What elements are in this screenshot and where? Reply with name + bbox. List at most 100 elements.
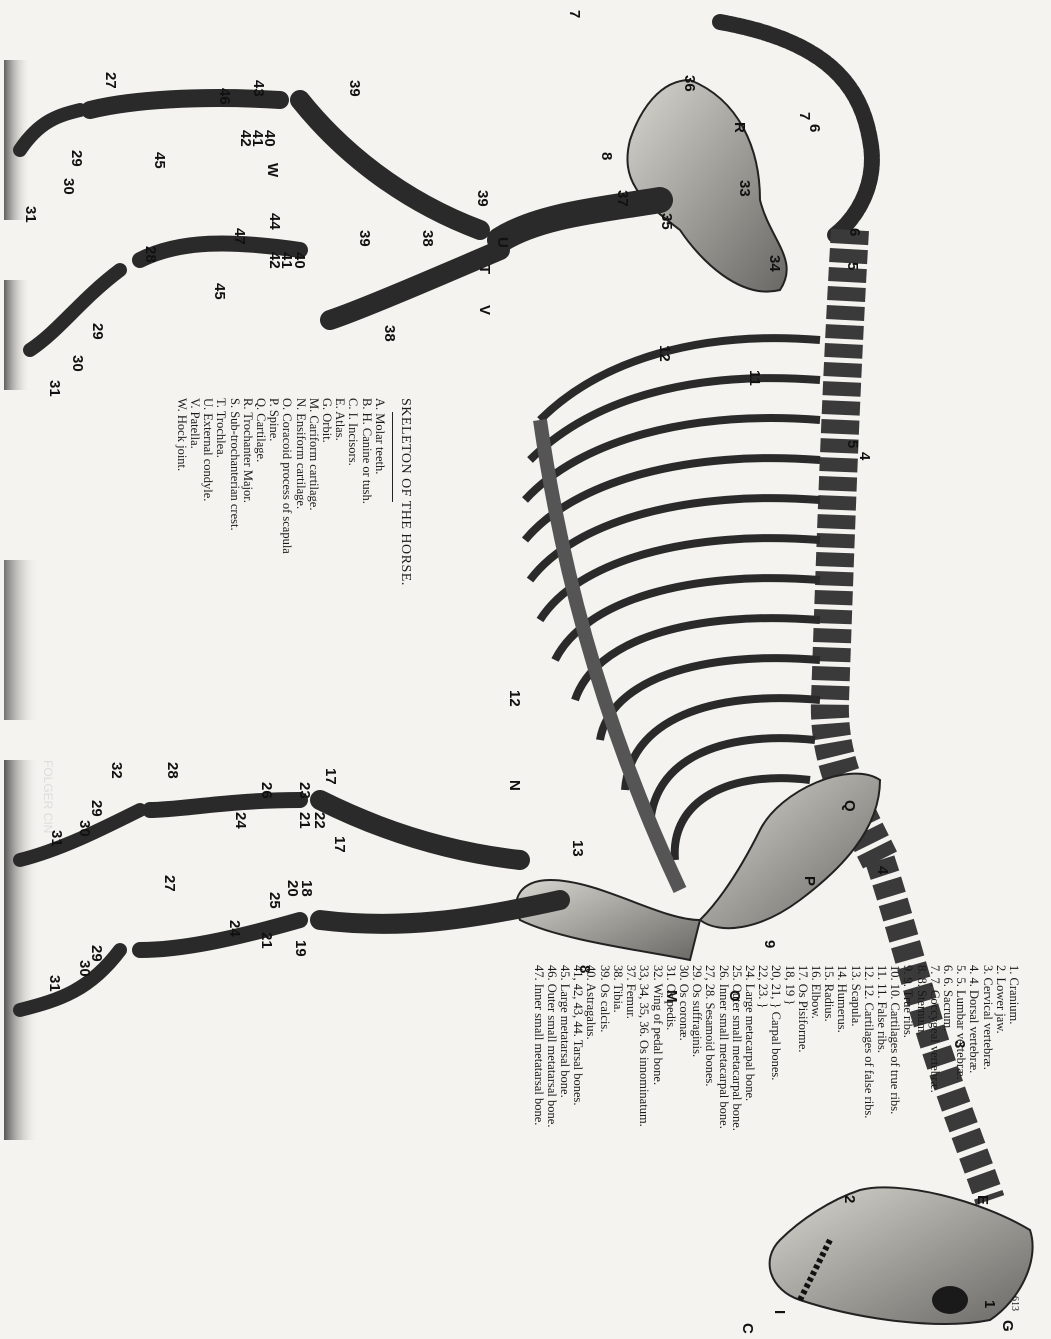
label-34: 34 [766, 255, 783, 272]
label-8: 8 [598, 152, 615, 160]
label-12: 12 [656, 345, 673, 362]
label-27: 27 [161, 875, 178, 892]
legend-letter-item: Q. Cartilage. [254, 398, 267, 698]
diagram-title: SKELETON OF THE HORSE. [399, 398, 412, 698]
hind-legs [20, 98, 660, 350]
label-7: 7 [796, 112, 813, 120]
label-4: 4 [874, 866, 891, 875]
label-7: 7 [566, 10, 583, 18]
legend-number-item: 4. 4. Dorsal vertebræ. [967, 965, 980, 1315]
label-29: 29 [88, 800, 105, 817]
label-47: 47 [231, 228, 248, 245]
label-42: 42 [237, 130, 254, 147]
label-6: 6 [846, 228, 863, 236]
legend-number-item: 3. Cervical vertebræ. [980, 965, 993, 1315]
scapula [700, 774, 880, 929]
label-27: 27 [102, 72, 119, 89]
label-42: 42 [266, 252, 283, 269]
legend-letter-item: P. Spine. [267, 398, 280, 698]
legend-number-item: 46. Outer small metatarsal bone. [545, 965, 558, 1315]
legend-letter-item: E. Atlas. [333, 398, 346, 698]
label-28: 28 [164, 762, 181, 779]
legend-number-item: 9. 9. True ribs. [901, 965, 914, 1315]
label-U: U [494, 237, 511, 248]
label-39: 39 [356, 230, 373, 247]
legend-numbers: 1. Cranium. 2. Lower jaw. 3. Cervical ve… [531, 965, 1020, 1315]
label-4: 4 [856, 452, 873, 461]
label-20: 20 [284, 880, 301, 897]
label-31: 31 [46, 380, 63, 397]
label-26: 26 [258, 782, 275, 799]
legend-letter-item: C. I. Incisors. [346, 398, 359, 698]
label-38: 38 [419, 230, 436, 247]
label-17: 17 [322, 768, 339, 785]
legend-letter-item: O. Coracoid process of scapula [280, 398, 293, 698]
legend-number-item: 24. Large metacarpal bone. [743, 965, 756, 1315]
legend-number-item: 22, 23. } [756, 965, 769, 1315]
label-36: 36 [681, 75, 698, 92]
legend-number-item: 10. 10. Cartilages of true ribs. [888, 965, 901, 1315]
legend-number-item: 15. Radius. [822, 965, 835, 1315]
fore-legs [20, 800, 560, 1010]
title-rule [392, 412, 393, 502]
legend-number-item: 37. Femur. [624, 965, 637, 1315]
label-V: V [476, 305, 493, 315]
label-21: 21 [258, 932, 275, 949]
legend-number-item: 40. Astragalus. [584, 965, 597, 1315]
label-37: 37 [614, 190, 631, 207]
legend-number-item: 8. 8. Sternum. [914, 965, 927, 1315]
page-number: 613 [1009, 1296, 1020, 1311]
spine-vertebrae [830, 230, 880, 860]
label-17: 17 [331, 836, 348, 853]
legend-letter-item: M. Cariform cartilage. [307, 398, 320, 698]
label-P: P [801, 876, 818, 886]
label-30: 30 [69, 355, 86, 372]
legend-letter-item: G. Orbit. [320, 398, 333, 698]
label-5: 5 [844, 262, 861, 270]
label-G: G [999, 1320, 1016, 1332]
label-13: 13 [569, 840, 586, 857]
label-31: 31 [48, 830, 65, 847]
legend-letter-item: W. Hock joint. [175, 398, 188, 698]
legend-letter-item: V. Patella. [188, 398, 201, 698]
label-43: 43 [250, 80, 267, 97]
legend-number-item: 39. Os calcis. [598, 965, 611, 1315]
label-W: W [264, 163, 281, 178]
label-23: 23 [296, 782, 313, 799]
label-N: N [506, 780, 523, 791]
legend-number-item: 33, 34, 35, 36. Os innominatum. [637, 965, 650, 1315]
legend-number-item: 26. Inner small metacarpal bone. [716, 965, 729, 1315]
legend-number-item: 5. 5. Lumbar vertebræ. [954, 965, 967, 1315]
label-30: 30 [76, 820, 93, 837]
label-19: 19 [292, 940, 309, 957]
label-30: 30 [60, 178, 77, 195]
label-Q: Q [841, 800, 858, 812]
legend-number-item: 14. Humerus. [835, 965, 848, 1315]
legend-number-item: 1. Cranium. [1007, 965, 1020, 1315]
label-29: 29 [89, 323, 106, 340]
label-31: 31 [46, 975, 63, 992]
label-46: 46 [216, 88, 233, 105]
legend-number-item: 45. Large metatarsal bone. [558, 965, 571, 1315]
legend-number-item: 17. Os Pisiforme. [796, 965, 809, 1315]
legend-number-item: 38. Tibia. [611, 965, 624, 1315]
label-39: 39 [474, 190, 491, 207]
label-T: T [476, 265, 493, 274]
humerus [516, 880, 700, 960]
label-24: 24 [232, 812, 249, 829]
label-C: C [739, 1323, 756, 1334]
label-35: 35 [658, 213, 675, 230]
legend-number-item: 31. Os pedis. [664, 965, 677, 1315]
legend-letter-item: S. Sub-trochanterian crest. [227, 398, 240, 698]
legend-number-item: 32. Wing of pedal bone. [650, 965, 663, 1315]
legend-number-item: 6. 6. Sacrum. [941, 965, 954, 1315]
label-31: 31 [22, 206, 39, 223]
legend-letters: SKELETON OF THE HORSE. A. Molar teeth. B… [175, 398, 412, 698]
legend-number-item: 12. 12. Cartilages of false ribs. [862, 965, 875, 1315]
legend-number-item: 30. Os coronæ. [677, 965, 690, 1315]
pelvis [627, 80, 786, 292]
legend-letter-item: A. Molar teeth. [373, 398, 386, 698]
label-12: 12 [506, 690, 523, 707]
legend-letter-item: R. Trochanter Major. [241, 398, 254, 698]
legend-letter-item: N. Ensiform cartilage. [293, 398, 306, 698]
